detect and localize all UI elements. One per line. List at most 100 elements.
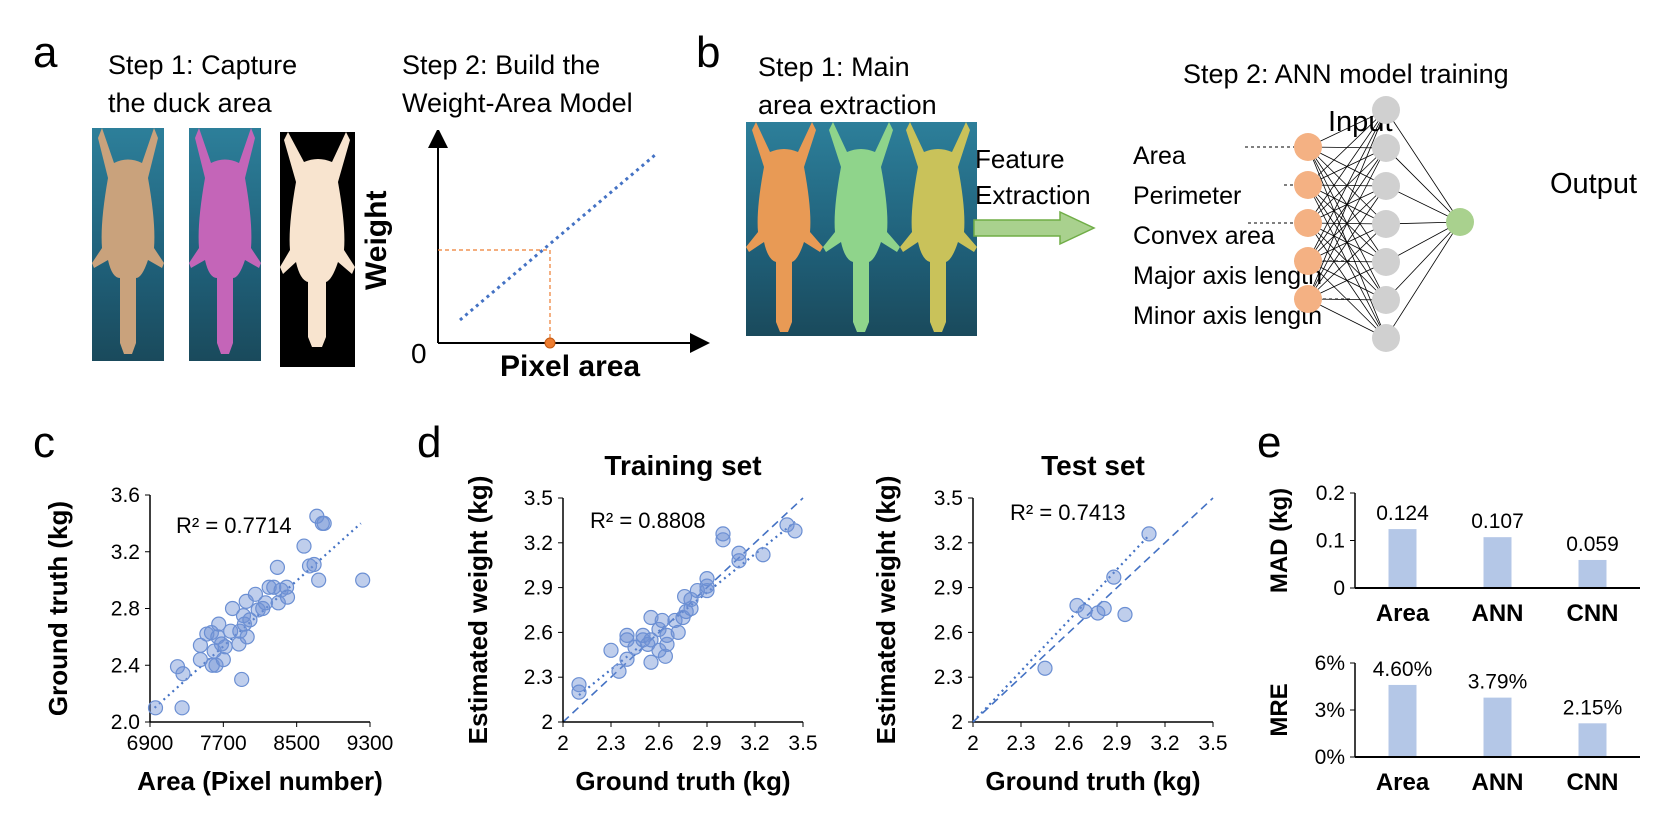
- y-tick-label: 2.0: [111, 711, 140, 734]
- y-tick-label: 3.5: [524, 487, 553, 510]
- y-tick-label: 2: [541, 711, 553, 734]
- bar-value-label: 4.60%: [1373, 658, 1433, 681]
- r-squared-annotation: R² = 0.7714: [176, 513, 292, 538]
- data-point: [699, 571, 715, 587]
- hidden-node: [1372, 96, 1400, 124]
- category-label: Area: [1376, 600, 1430, 627]
- bar: [1578, 723, 1607, 757]
- data-point: [643, 609, 659, 626]
- data-point: [1117, 606, 1133, 623]
- duck-binary-mask: [280, 132, 355, 367]
- step2-caption-b: Step 2: ANN model training: [1183, 59, 1509, 89]
- data-point: [311, 572, 327, 588]
- data-point: [699, 582, 715, 599]
- feature-extraction-arrow: [973, 210, 1096, 246]
- x-tick-label: 3.2: [1150, 732, 1179, 755]
- data-point: [217, 639, 233, 655]
- input-node: [1294, 285, 1322, 313]
- output-layer-label: Output: [1550, 168, 1638, 200]
- diagram-x-label: Pixel area: [500, 350, 641, 383]
- chart-title: Test set: [1041, 450, 1145, 481]
- connection-input-hidden: [1307, 109, 1387, 300]
- x-tick-label: 3.2: [740, 732, 769, 755]
- feature-major-axis: Major axis length: [1133, 262, 1322, 290]
- hidden-node: [1372, 172, 1400, 200]
- data-point: [643, 654, 659, 670]
- y-axis-title: Estimated weight (kg): [871, 476, 901, 745]
- data-point: [355, 572, 371, 588]
- diagram-y-label: Weight: [360, 190, 393, 290]
- connection-input-hidden: [1307, 109, 1387, 148]
- r-squared-annotation: R² = 0.7413: [1010, 500, 1126, 525]
- duck-photo-green: [823, 122, 900, 336]
- y-tick-label: 0.2: [1316, 482, 1345, 505]
- connection-input-hidden: [1307, 109, 1387, 224]
- data-point: [174, 700, 190, 716]
- x-tick-label: 3.5: [788, 732, 817, 755]
- bar: [1483, 537, 1512, 588]
- bar: [1483, 697, 1512, 757]
- feature-perimeter: Perimeter: [1133, 182, 1242, 210]
- data-point: [215, 651, 231, 668]
- bar-value-label: 0.124: [1376, 502, 1429, 525]
- y-tick-label: 3.2: [524, 532, 553, 555]
- input-node: [1294, 209, 1322, 237]
- data-point: [1096, 600, 1112, 617]
- duck-photo-orange: [746, 122, 823, 336]
- category-label: Area: [1376, 769, 1430, 796]
- feature-extraction-label: Feature Extraction: [975, 144, 1091, 210]
- data-point: [234, 671, 250, 688]
- y-axis-title: Estimated weight (kg): [463, 476, 493, 745]
- x-tick-label: 7700: [200, 732, 247, 755]
- y-axis-title: MRE: [1266, 683, 1293, 736]
- connection-hidden-output: [1385, 221, 1461, 301]
- connection-input-hidden: [1307, 298, 1387, 339]
- x-tick-label: 2.3: [596, 732, 625, 755]
- y-tick-label: 3.5: [934, 487, 963, 510]
- data-point: [239, 629, 255, 645]
- y-tick-label: 0: [1333, 577, 1345, 600]
- x-tick-label: 2: [967, 732, 979, 755]
- model-line: [459, 153, 656, 322]
- r-squared-annotation: R² = 0.8808: [590, 508, 706, 533]
- data-point: [619, 627, 635, 643]
- data-point: [715, 532, 731, 548]
- bar-value-label: 0.059: [1566, 533, 1619, 556]
- y-tick-label: 2.8: [111, 598, 140, 621]
- feature-convex-area: Convex area: [1133, 222, 1275, 250]
- y-tick-label: 2.6: [934, 621, 963, 644]
- data-point: [242, 612, 258, 628]
- x-axis-title: Ground truth (kg): [575, 766, 790, 796]
- chart-title: Training set: [604, 450, 761, 481]
- data-point: [715, 526, 731, 542]
- hidden-node: [1372, 134, 1400, 162]
- y-axis-title: Ground truth (kg): [43, 501, 73, 716]
- y-tick-label: 3.6: [111, 484, 140, 507]
- y-tick-label: 3%: [1315, 699, 1345, 722]
- data-point: [296, 538, 312, 554]
- y-tick-label: 2: [951, 711, 963, 734]
- data-point: [279, 589, 296, 605]
- x-tick-label: 2.3: [1006, 732, 1035, 755]
- data-point: [247, 586, 264, 602]
- hidden-node: [1372, 286, 1400, 314]
- step1-caption-b: Step 1: Main area extraction: [758, 52, 937, 120]
- y-tick-label: 2.3: [934, 666, 963, 689]
- x-tick-label: 2.6: [1054, 732, 1083, 755]
- step1-caption-a: Step 1: Capture the duck area: [108, 50, 298, 118]
- y-tick-label: 3.2: [934, 532, 963, 555]
- x-axis-title: Area (Pixel number): [137, 766, 383, 796]
- x-tick-label: 6900: [127, 732, 174, 755]
- bar: [1578, 559, 1607, 588]
- hidden-node: [1372, 248, 1400, 276]
- category-label: ANN: [1472, 600, 1524, 627]
- input-node: [1294, 133, 1322, 161]
- y-tick-label: 2.3: [524, 666, 553, 689]
- data-point: [257, 595, 274, 611]
- bar: [1388, 529, 1417, 588]
- y-axis-title: MAD (kg): [1266, 488, 1293, 593]
- data-point: [779, 517, 795, 533]
- feature-minor-axis: Minor axis length: [1133, 302, 1322, 330]
